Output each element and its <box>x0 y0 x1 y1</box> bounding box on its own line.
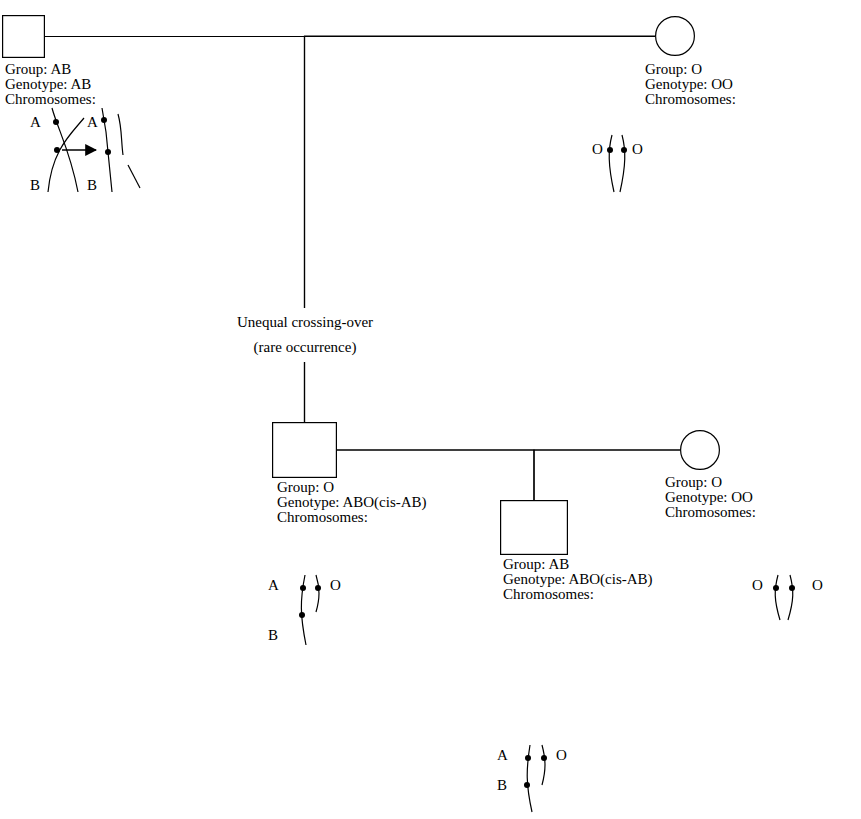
allele-label: B <box>268 628 278 643</box>
gene-dot <box>621 147 627 153</box>
person-attribute: Genotype: AB <box>5 77 96 92</box>
chromosome <box>128 165 140 188</box>
chromosome <box>542 745 545 785</box>
person-attribute: Group: O <box>277 480 427 495</box>
gene-dot <box>541 755 547 761</box>
circle-outline <box>655 16 695 56</box>
person-attribute: Genotype: ABO(cis-AB) <box>277 495 427 510</box>
male-square: Group: OGenotype: ABO(cis-AB)Chromosomes… <box>272 422 337 478</box>
person-attribute: Group: AB <box>5 62 96 77</box>
square-outline <box>272 422 337 478</box>
chromosome <box>102 108 112 192</box>
person-info: Group: OGenotype: ABO(cis-AB)Chromosomes… <box>277 480 427 525</box>
allele-label: O <box>752 578 763 593</box>
person-info: Group: ABGenotype: ABChromosomes: <box>5 62 96 107</box>
square-outline <box>500 500 568 555</box>
gene-dot <box>53 119 59 125</box>
chromosome <box>609 135 614 192</box>
person-attribute: Chromosomes: <box>277 510 427 525</box>
female-circle: Group: OGenotype: OOChromosomes: <box>680 430 720 470</box>
allele-label: B <box>497 778 507 793</box>
person-attribute: Chromosomes: <box>645 92 736 107</box>
gene-dot <box>300 585 306 591</box>
arrow <box>62 149 96 151</box>
gene-dot <box>101 117 107 123</box>
circle-outline <box>680 430 720 470</box>
pedigree-line <box>337 450 534 500</box>
gene-dot <box>773 585 779 591</box>
person-attribute: Genotype: OO <box>645 77 736 92</box>
chromosome <box>788 575 793 620</box>
person-attribute: Group: AB <box>503 557 653 572</box>
person-attribute: Group: O <box>645 62 736 77</box>
allele-label: O <box>592 142 603 157</box>
person-attribute: Genotype: ABO(cis-AB) <box>503 572 653 587</box>
person-info: Group: OGenotype: OOChromosomes: <box>645 62 736 107</box>
chromosome <box>775 575 780 620</box>
gene-dot <box>789 585 795 591</box>
male-square: Group: ABGenotype: ABO(cis-AB)Chromosome… <box>500 500 568 555</box>
chromosome <box>620 135 625 192</box>
square-outline <box>2 15 45 58</box>
event-note: Unequal crossing-over (rare occurrence) <box>222 308 388 362</box>
allele-label: A <box>268 578 279 593</box>
allele-label: A <box>30 115 41 130</box>
allele-label: O <box>632 142 643 157</box>
gene-dot <box>105 149 111 155</box>
female-circle: Group: OGenotype: OOChromosomes: <box>655 16 695 56</box>
allele-label: O <box>812 578 823 593</box>
allele-label: O <box>556 748 567 763</box>
person-attribute: Chromosomes: <box>5 92 96 107</box>
person-attribute: Genotype: OO <box>665 490 756 505</box>
allele-label: B <box>87 178 97 193</box>
allele-label: A <box>87 115 98 130</box>
person-attribute: Chromosomes: <box>665 505 756 520</box>
person-attribute: Group: O <box>665 475 756 490</box>
allele-label: O <box>330 578 341 593</box>
gene-dot <box>607 147 613 153</box>
person-attribute: Chromosomes: <box>503 587 653 602</box>
pedigree-line <box>305 36 656 422</box>
gene-dot <box>299 612 305 618</box>
chromosome <box>118 114 123 155</box>
chromosome <box>48 118 84 192</box>
person-info: Group: OGenotype: OOChromosomes: <box>665 475 756 520</box>
gene-dot <box>315 585 321 591</box>
chromosome <box>316 575 319 612</box>
person-info: Group: ABGenotype: ABO(cis-AB)Chromosome… <box>503 557 653 602</box>
gene-dot <box>54 147 60 153</box>
allele-label: B <box>30 178 40 193</box>
male-square: Group: ABGenotype: ABChromosomes: <box>2 15 45 58</box>
gene-dot <box>525 755 531 761</box>
pedigree-line <box>534 450 680 500</box>
gene-dot <box>524 782 530 788</box>
allele-label: A <box>497 748 508 763</box>
